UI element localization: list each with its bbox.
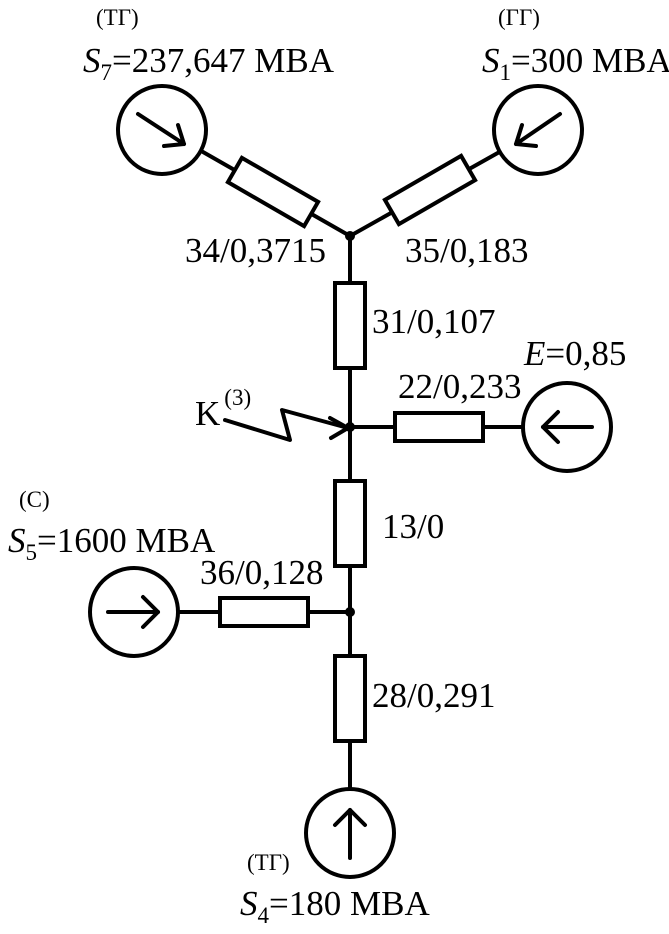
source-s1-symbol: S <box>482 41 500 80</box>
resistor-13 <box>333 479 367 568</box>
fault-sup: (3) <box>224 385 251 410</box>
fault-letter: K <box>195 394 220 433</box>
branch-34-label: 34/0,3715 <box>185 231 326 270</box>
resistor-28 <box>333 654 367 743</box>
branch-31-label: 31/0,107 <box>372 302 495 341</box>
source-s4-type: (ТГ) <box>247 850 290 875</box>
source-s5-value: =1600 MBA <box>37 521 216 560</box>
branch-22-label: 22/0,233 <box>398 367 521 406</box>
source-s7-type: (ТГ) <box>96 5 139 30</box>
source-s1-arrow-icon <box>514 112 562 148</box>
source-e-arrow-icon <box>541 410 594 444</box>
branch-28-label: 28/0,291 <box>372 676 495 715</box>
node-bottom <box>345 607 355 617</box>
source-e-label: E=0,85 <box>523 334 626 373</box>
resistor-22 <box>393 411 485 443</box>
source-s7-arrow-icon <box>136 112 186 148</box>
source-s5-arrow-icon <box>106 595 160 629</box>
resistor-36 <box>218 596 310 628</box>
branch-13-label: 13/0 <box>382 507 444 546</box>
source-s1-type: (ГГ) <box>498 5 540 30</box>
source-e-value: =0,85 <box>545 334 626 373</box>
resistor-35 <box>382 153 478 227</box>
branch-35-label: 35/0,183 <box>405 231 528 270</box>
source-s7-value: =237,647 MBA <box>112 41 335 80</box>
source-s5-type: (С) <box>19 487 50 512</box>
source-s1-index: 1 <box>500 60 512 85</box>
source-e-symbol: E <box>523 334 545 373</box>
source-s4-symbol: S <box>240 884 258 923</box>
resistor-31 <box>333 281 367 370</box>
source-s7-index: 7 <box>101 60 113 85</box>
node-top <box>345 231 355 241</box>
source-s7-label: S7=237,647 MBA <box>83 41 335 85</box>
source-s5-index: 5 <box>26 540 38 565</box>
source-s4-value: =180 MBA <box>269 884 430 923</box>
fault-zigzag-icon <box>223 408 350 442</box>
source-s5-symbol: S <box>8 521 26 560</box>
source-s4-index: 4 <box>258 903 270 928</box>
fault-label: K(3) <box>195 385 251 433</box>
branch-36-label: 36/0,128 <box>200 553 323 592</box>
source-s1-label: S1=300 MBA <box>482 41 669 85</box>
source-s4-label: S4=180 MBA <box>240 884 430 928</box>
resistor-34 <box>225 155 321 229</box>
source-s1-value: =300 MBA <box>511 41 669 80</box>
source-s4-arrow-icon <box>333 808 367 860</box>
source-s7-symbol: S <box>83 41 101 80</box>
source-s5-label: S5=1600 MBA <box>8 521 216 565</box>
